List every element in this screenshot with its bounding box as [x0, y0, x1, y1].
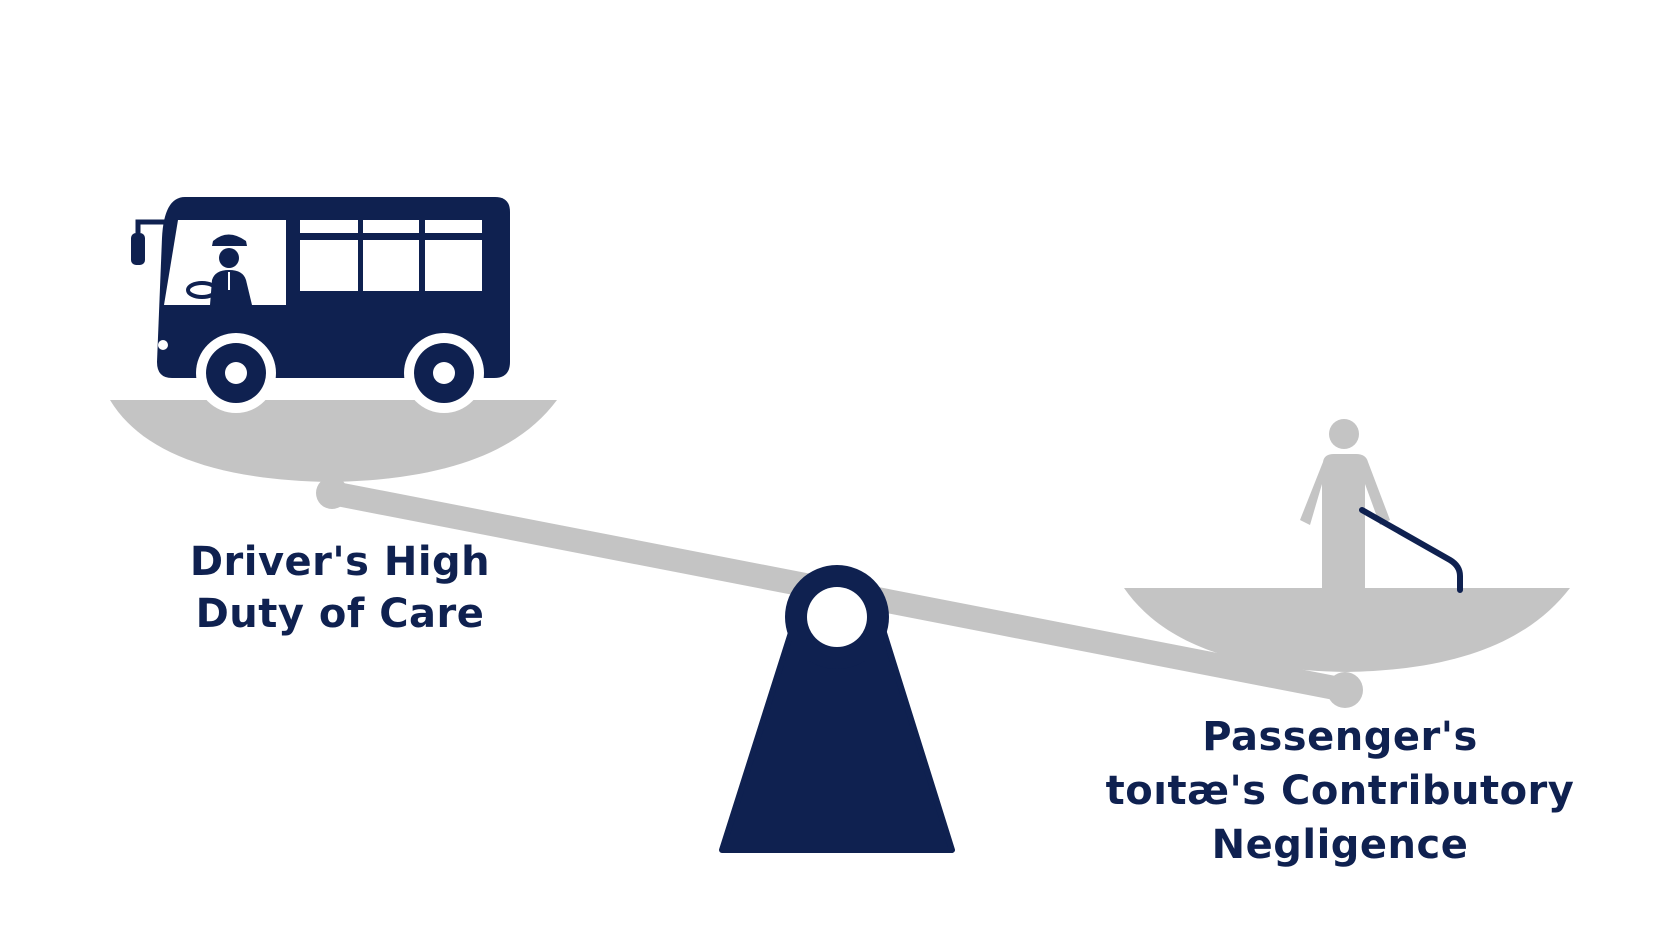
driver-icon [186, 234, 252, 305]
passenger-negligence-label-line2: toıtæ's Contributory [1105, 768, 1575, 814]
cane [1359, 507, 1463, 593]
driver-duty-label: Driver's High Duty of Care [140, 536, 540, 640]
left-scale-pan [110, 400, 557, 482]
driver-duty-label-line1: Driver's High [189, 539, 491, 585]
driver-duty-label-line2: Duty of Care [195, 591, 485, 637]
beam-left-joint [316, 477, 348, 509]
person-with-cane-icon [1300, 419, 1463, 593]
passenger-negligence-label: Passenger's toıtæ's Contributory Neglige… [1080, 710, 1600, 872]
beam-right-joint [1327, 672, 1363, 708]
passenger-negligence-label-line1: Passenger's [1202, 714, 1478, 760]
bus-icon [131, 197, 510, 413]
scale-fulcrum-icon [719, 565, 955, 853]
passenger-negligence-label-line3: Negligence [1211, 822, 1469, 868]
right-scale-pan [1124, 588, 1570, 672]
